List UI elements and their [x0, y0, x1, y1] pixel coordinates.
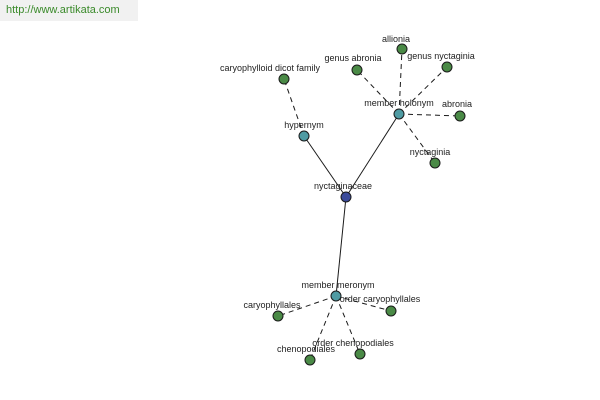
labels-layer: nyctaginaceae hypernym member holonym membe…: [220, 34, 475, 354]
node-genus_abronia[interactable]: [351, 64, 363, 76]
node-meronym[interactable]: [330, 290, 342, 302]
node-abronia[interactable]: [454, 110, 466, 122]
node-label-caryophyllales: caryophyllales: [243, 300, 301, 310]
edge-meronym-caryophyllales: [277, 295, 337, 317]
edge-root-hypernym: [303, 135, 347, 198]
node-label-meronym: member meronym: [301, 280, 374, 290]
node-nyctaginia[interactable]: [429, 157, 441, 169]
node-label-holonym: member holonym: [364, 98, 434, 108]
edge-holonym-allionia: [398, 48, 403, 115]
node-label-order_caryophyllales: order caryophyllales: [340, 294, 421, 304]
edge-holonym-abronia: [398, 113, 461, 117]
edge-root-holonym: [345, 113, 400, 198]
edge-meronym-order_chenopodiales: [335, 295, 361, 355]
nodes-layer: [272, 43, 466, 366]
edge-meronym-chenopodiales: [309, 295, 337, 361]
node-caryophyllales[interactable]: [272, 310, 284, 322]
watermark-link[interactable]: http://www.artikata.com: [0, 0, 138, 21]
edges-layer: [277, 48, 461, 361]
node-holonym[interactable]: [393, 108, 405, 120]
node-label-hypernym: hypernym: [284, 120, 324, 130]
node-label-order_chenopodiales: order chenopodiales: [312, 338, 394, 348]
node-label-root: nyctaginaceae: [314, 181, 372, 191]
node-hypernym[interactable]: [298, 130, 310, 142]
node-genus_nyctaginia[interactable]: [441, 61, 453, 73]
edge-holonym-genus_abronia: [356, 69, 400, 115]
edge-meronym-order_caryophyllales: [335, 295, 392, 312]
edge-hypernym-caryo_dicot: [283, 78, 305, 137]
node-caryo_dicot[interactable]: [278, 73, 290, 85]
node-allionia[interactable]: [396, 43, 408, 55]
node-root[interactable]: [340, 191, 352, 203]
edge-holonym-nyctaginia: [398, 113, 436, 164]
node-order_caryophyllales[interactable]: [385, 305, 397, 317]
node-label-caryo_dicot: caryophylloid dicot family: [220, 63, 321, 73]
node-label-genus_nyctaginia: genus nyctaginia: [407, 51, 475, 61]
node-label-nyctaginia: nyctaginia: [410, 147, 451, 157]
edge-holonym-genus_nyctaginia: [398, 66, 448, 115]
node-label-chenopodiales: chenopodiales: [277, 344, 336, 354]
node-label-abronia: abronia: [442, 99, 472, 109]
node-label-genus_abronia: genus abronia: [324, 53, 381, 63]
node-label-allionia: allionia: [382, 34, 410, 44]
node-order_chenopodiales[interactable]: [354, 348, 366, 360]
node-chenopodiales[interactable]: [304, 354, 316, 366]
edge-root-meronym: [335, 196, 347, 297]
